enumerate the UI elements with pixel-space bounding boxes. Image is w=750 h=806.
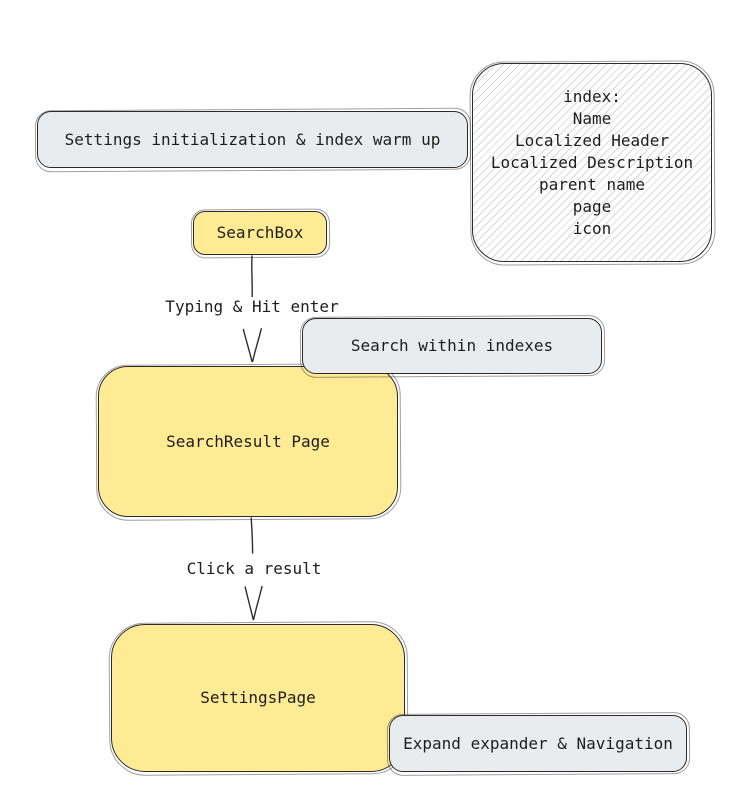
node-settings-page: SettingsPage — [111, 624, 405, 772]
arrow-typing-icon — [242, 255, 262, 363]
node-expand-navigation: Expand expander & Navigation — [389, 715, 687, 772]
searchresult-page-label: SearchResult Page — [166, 431, 330, 451]
index-line-title: index: — [563, 86, 621, 106]
search-within-indexes-label: Search within indexes — [350, 336, 554, 355]
index-line-icon: icon — [572, 218, 612, 238]
expand-navigation-label: Expand expander & Navigation — [403, 733, 673, 753]
edge-label-click-result: Click a result — [183, 559, 325, 579]
node-searchresult-page: SearchResult Page — [98, 366, 398, 517]
node-index-fields: index: Name Localized Header Localized D… — [472, 63, 712, 262]
index-line-header: Localized Header — [514, 130, 670, 150]
searchbox-label: SearchBox — [216, 223, 304, 242]
node-searchbox: SearchBox — [193, 211, 327, 255]
node-search-within-indexes: Search within indexes — [302, 318, 602, 374]
settings-initialization-label: Settings initialization & index warm up — [64, 129, 441, 149]
index-line-name: Name — [572, 108, 612, 128]
edge-label-typing: Typing & Hit enter — [162, 297, 342, 317]
settings-page-label: SettingsPage — [200, 688, 316, 707]
index-line-description: Localized Description — [490, 152, 694, 172]
arrow-click-icon — [244, 517, 263, 621]
node-settings-initialization: Settings initialization & index warm up — [37, 111, 468, 168]
index-line-page: page — [572, 196, 612, 216]
index-line-parent: parent name — [539, 174, 645, 194]
